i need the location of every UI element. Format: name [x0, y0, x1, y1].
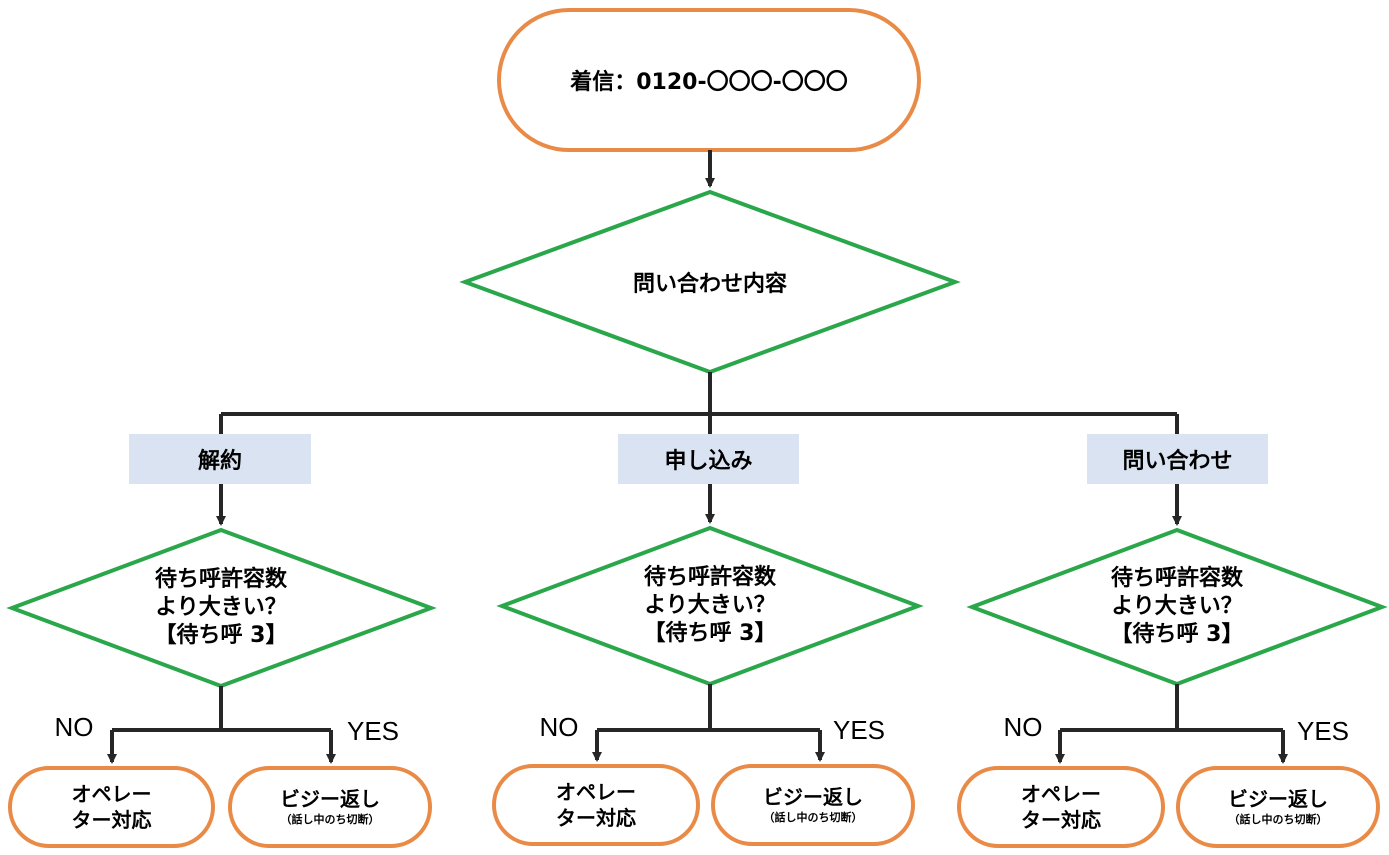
no-result-line-2: ター対応	[71, 808, 152, 832]
branch-label-1: 解約	[129, 434, 311, 484]
yes-result-note: （話し中のち切断）	[280, 813, 380, 826]
question-label-1: 待ち呼許容数 より大きい？ 【待ち呼 3】	[96, 562, 346, 654]
no-result-3: オペレー ター対応	[959, 768, 1163, 846]
yes-result-3: ビジー返し （話し中のち切断）	[1178, 768, 1378, 846]
no-label-3: NO	[1003, 711, 1043, 742]
question-line-3: 【待ち呼 3】	[1110, 622, 1244, 647]
no-terminal-1	[8, 766, 215, 848]
yes-result-text: ビジー返し	[280, 787, 380, 811]
yes-label-3: YES	[1296, 715, 1350, 746]
yes-label-2: YES	[832, 714, 886, 745]
no-result-line-1: オペレー	[71, 782, 152, 806]
yes-result-text: ビジー返し	[763, 785, 863, 809]
question-line-1: 待ち呼許容数	[154, 567, 287, 592]
yes-terminal-2	[711, 764, 915, 846]
question-line-1: 待ち呼許容数	[1110, 566, 1243, 591]
no-result-line-2: ター対応	[556, 806, 636, 830]
start-label: 着信：0120-〇〇〇-〇〇〇	[570, 70, 848, 95]
yes-result-2: ビジー返し （話し中のち切断）	[713, 766, 913, 844]
yes-terminal-1	[228, 766, 432, 848]
yes-terminal-3	[1176, 766, 1380, 848]
no-label-2: NO	[539, 711, 579, 742]
yes-result-note: （話し中のち切断）	[1228, 813, 1328, 826]
no-result-1: オペレー ター対応	[10, 768, 213, 846]
yes-result-note: （話し中のち切断）	[763, 811, 863, 824]
no-result-2: オペレー ター対応	[494, 766, 698, 844]
no-result-line-2: ター対応	[1021, 808, 1101, 832]
branch-label-2: 申し込み	[618, 434, 799, 484]
question-label-3: 待ち呼許容数 より大きい？ 【待ち呼 3】	[1052, 561, 1302, 653]
question-line-1: 待ち呼許容数	[643, 565, 776, 590]
no-terminal-2	[492, 764, 700, 846]
question-line-2: より大きい？	[644, 593, 776, 618]
question-line-2: より大きい？	[1111, 594, 1243, 619]
no-result-line-1: オペレー	[1021, 782, 1101, 806]
no-label-1: NO	[54, 711, 94, 742]
yes-result-1: ビジー返し （話し中のち切断）	[230, 768, 430, 846]
yes-result-text: ビジー返し	[1228, 787, 1328, 811]
question-line-3: 【待ち呼 3】	[154, 623, 288, 648]
question-line-3: 【待ち呼 3】	[643, 621, 777, 646]
decision-label: 問い合わせ内容	[632, 272, 787, 297]
no-result-line-1: オペレー	[556, 780, 636, 804]
question-line-2: より大きい？	[155, 595, 287, 620]
branch-label-3: 問い合わせ	[1087, 434, 1268, 484]
question-label-2: 待ち呼許容数 より大きい？ 【待ち呼 3】	[585, 560, 835, 652]
no-terminal-3	[957, 766, 1165, 848]
yes-label-1: YES	[346, 715, 400, 746]
